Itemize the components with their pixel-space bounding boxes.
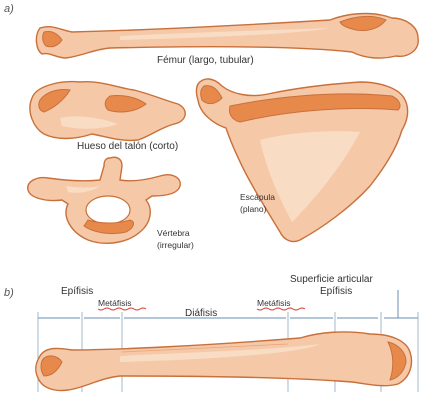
femur-illustration (36, 14, 418, 59)
talus-label: Hueso del talón (corto) (77, 141, 178, 152)
diaphysis-label: Diáfisis (185, 308, 217, 319)
panel-a-label: a) (4, 3, 14, 15)
articular-surface-label: Superficie articular (290, 274, 373, 285)
scapula-type: (plano) (240, 204, 267, 214)
metaphysis-left-underline (98, 308, 146, 310)
vertebra-name: Vértebra (157, 228, 190, 238)
scapula-name: Escápula (240, 192, 275, 202)
metaphysis-left-label: Metáfisis (98, 298, 132, 308)
scapula-illustration (197, 79, 408, 242)
long-bone-illustration (36, 332, 412, 391)
talus-illustration (30, 82, 185, 141)
metaphysis-right-underline (257, 308, 305, 310)
epiphysis-right-label: Epífisis (320, 286, 352, 297)
femur-label: Fémur (largo, tubular) (157, 55, 254, 66)
vertebra-type: (irregular) (157, 240, 194, 250)
panel-b-label: b) (4, 287, 14, 299)
metaphysis-right-label: Metáfisis (257, 298, 291, 308)
epiphysis-left-label: Epífisis (61, 286, 93, 297)
